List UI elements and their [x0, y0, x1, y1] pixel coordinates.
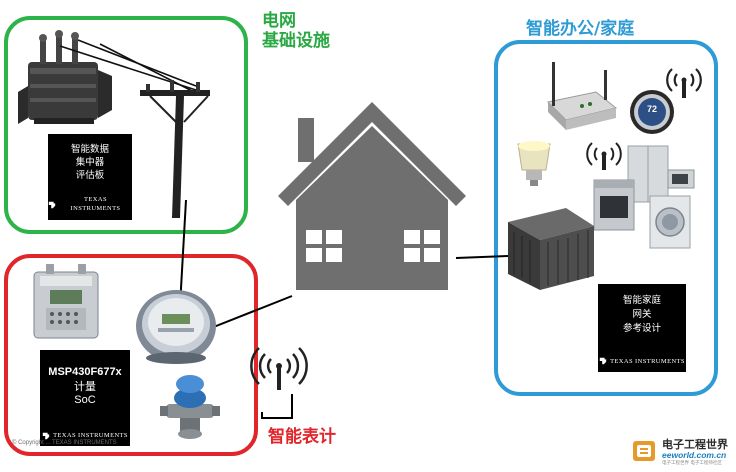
eeworld-watermark: 电子工程世界 eeworld.com.cn 电子工程世界 电子工程师社区	[632, 436, 736, 468]
metering-soc-board: MSP430F677x 计量 SoC TEXAS INSTRUMENTS	[40, 350, 130, 446]
board-line: 参考设计	[622, 322, 661, 334]
connection-lines	[179, 199, 509, 419]
appliances-icon	[593, 145, 695, 249]
transformer-icon	[18, 30, 112, 124]
watermark-tagline: 电子工程世界 电子工程师社区	[662, 461, 722, 466]
ti-brand: TEXAS INSTRUMENTS	[40, 432, 130, 440]
data-concentrator-board: 智能数据 集中器 评估板 TEXAS INSTRUMENTS	[48, 134, 132, 220]
board-line: 网关	[632, 308, 652, 320]
ti-brand: TEXAS INSTRUMENTS	[598, 357, 686, 366]
ti-brand: TEXAS INSTRUMENTS	[48, 196, 132, 214]
gas-meter-icon	[33, 264, 99, 339]
router-icon	[546, 62, 618, 130]
board-line: 评估板	[75, 169, 105, 181]
eeworld-logo-icon	[633, 441, 655, 461]
hvac-unit-icon	[508, 208, 594, 290]
ti-brand-text: TEXAS INSTRUMENTS	[70, 196, 121, 213]
electric-meter-icon	[136, 290, 216, 364]
home-gateway-board: 智能家庭 网关 参考设计 TEXAS INSTRUMENTS	[598, 284, 686, 372]
home-zone-title: 智能办公/家庭	[526, 19, 635, 39]
wireless-signal-icon	[250, 347, 308, 390]
board-line: 智能家庭	[622, 295, 661, 306]
meter-zone-title: 智能表计	[268, 427, 336, 447]
ti-brand-text: TEXAS INSTRUMENTS	[53, 431, 128, 439]
ti-logo-icon	[48, 202, 56, 209]
ti-logo-icon	[42, 432, 50, 440]
watermark-name: 电子工程世界	[662, 438, 728, 451]
pole-to-meter-line	[179, 199, 187, 307]
house-to-home-line	[455, 255, 509, 259]
ti-logo-icon	[599, 358, 607, 365]
water-meter-icon	[160, 375, 220, 439]
light-bulb-icon	[517, 141, 551, 186]
wifi-to-house-line	[261, 394, 293, 419]
watermark-url[interactable]: eeworld.com.cn	[662, 450, 727, 460]
grid-zone-title-line1: 电网	[262, 11, 296, 31]
grid-zone-title-line2: 基础设施	[262, 30, 330, 51]
board-line: 智能数据	[70, 144, 109, 155]
utility-pole-icon	[59, 39, 210, 218]
board-line: MSP430F677x	[48, 366, 122, 378]
thermostat-wireless-icon	[666, 68, 702, 98]
ti-brand-text: TEXAS INSTRUMENTS	[610, 357, 685, 365]
meter-to-house-line	[205, 295, 293, 331]
grid-zone-title: 电网 基础设施	[262, 11, 330, 51]
thermostat-display: 72	[646, 104, 657, 114]
board-line: SoC	[74, 393, 96, 406]
house-icon	[278, 102, 466, 290]
copyright-text: © Copyright ... TEXAS INSTRUMENTS	[12, 440, 117, 446]
appliance-wireless-icon	[586, 142, 622, 170]
board-line: 集中器	[75, 156, 105, 168]
board-line: 计量	[74, 379, 96, 393]
thermostat-icon	[630, 90, 674, 134]
